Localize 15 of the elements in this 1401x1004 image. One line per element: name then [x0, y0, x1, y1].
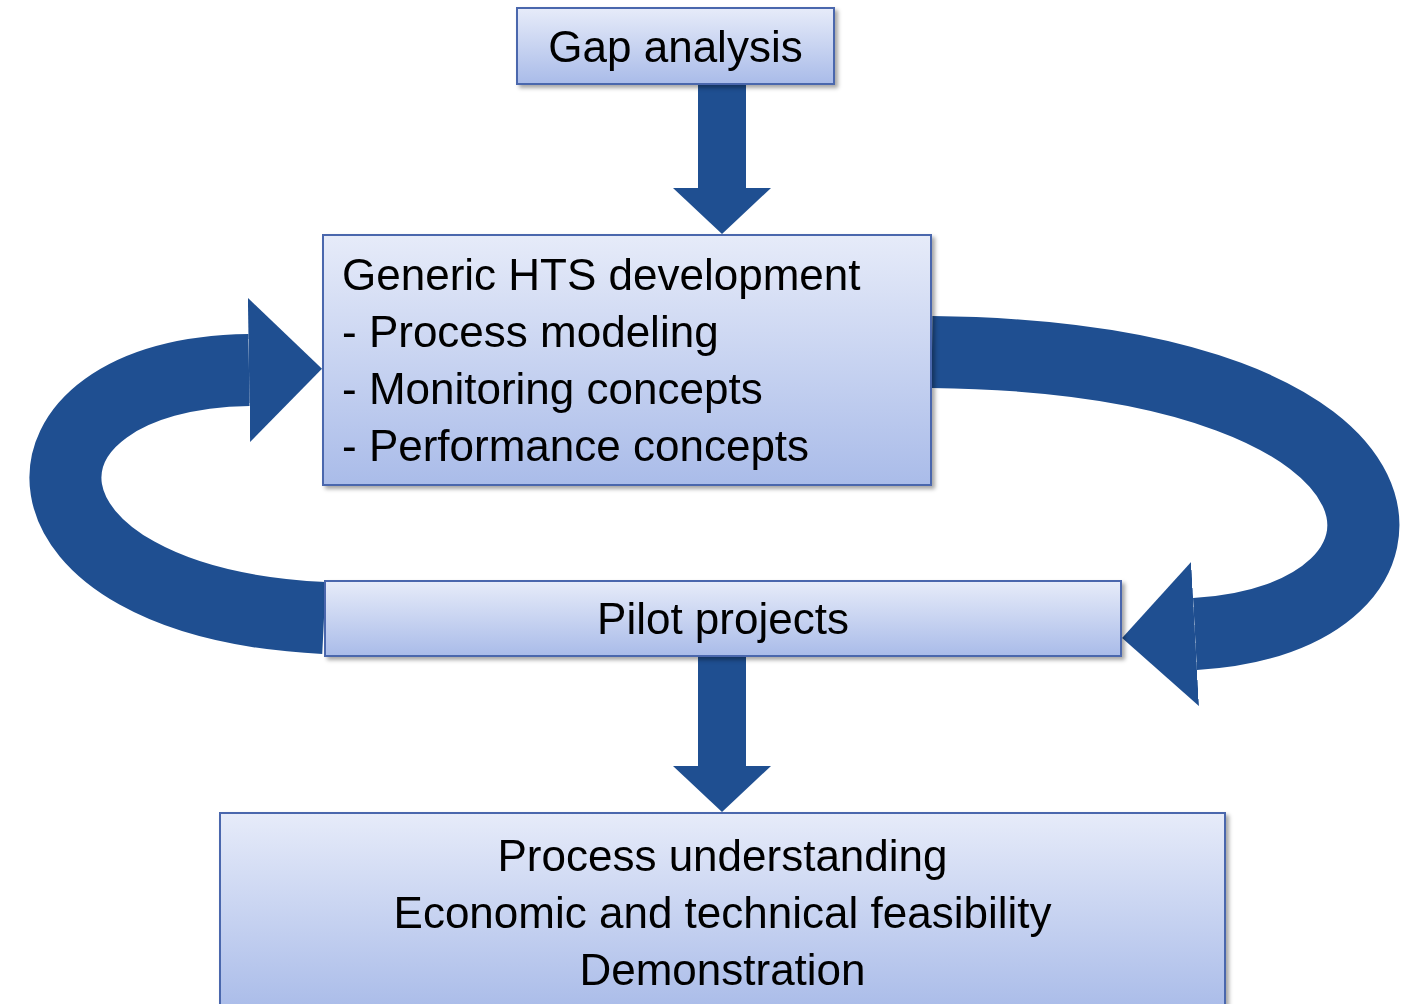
box-text: - Performance concepts: [342, 420, 810, 472]
block-arrow: [673, 657, 771, 812]
process-box: [324, 580, 1122, 657]
box-text: - Monitoring concepts: [342, 363, 763, 415]
box-text: Generic HTS development: [342, 249, 861, 301]
box-text: Pilot projects: [597, 593, 849, 645]
block-arrow: [673, 85, 771, 234]
box-text: Process understanding: [497, 829, 948, 882]
box-text: Economic and technical feasibility: [393, 886, 1052, 939]
box-text: Gap analysis: [548, 20, 803, 73]
process-box: [322, 234, 932, 486]
box-text: Demonstration: [579, 943, 866, 996]
process-box: [219, 812, 1226, 1004]
process-box: [516, 7, 835, 85]
box-text: - Process modeling: [342, 306, 719, 358]
